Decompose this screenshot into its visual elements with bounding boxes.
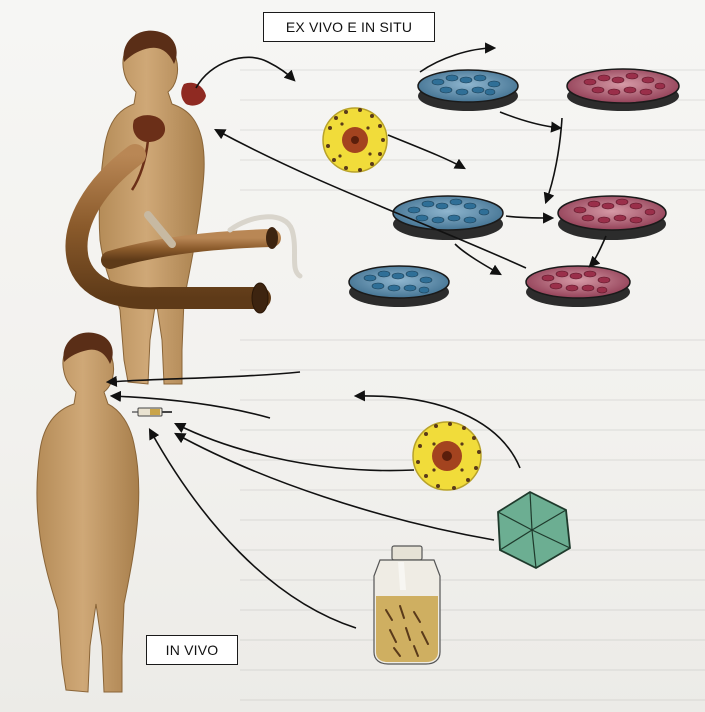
arrow-vial-to-syringe bbox=[148, 428, 357, 629]
arrow-red-2-to-red-3 bbox=[588, 235, 607, 268]
bottom-figure-hair bbox=[63, 332, 113, 364]
arrow-cell-to-syringe bbox=[173, 422, 415, 472]
background-page-texture bbox=[240, 69, 705, 701]
arrow-virus-return bbox=[353, 390, 521, 469]
arrow-second-return bbox=[109, 390, 271, 419]
arrow-top-to-bottom-figure bbox=[105, 371, 301, 388]
in-vivo-human-figure bbox=[36, 332, 140, 693]
top-figure-hair bbox=[123, 30, 177, 64]
culture-dish-blue-3 bbox=[348, 265, 450, 307]
arrow-virus-to-syringe bbox=[174, 432, 495, 541]
in-vivo-flow-arrows bbox=[105, 371, 521, 629]
ex-vivo-flow-arrows bbox=[195, 42, 607, 276]
liver-icon bbox=[132, 115, 166, 142]
ex-vivo-label: EX VIVO E IN SITU bbox=[263, 12, 435, 42]
ex-vivo-human-figure bbox=[98, 30, 206, 385]
arrow-blue-2-to-red-2 bbox=[505, 212, 555, 224]
arrow-reinfuse-cells bbox=[214, 128, 527, 269]
culture-dish-red-2 bbox=[557, 195, 667, 240]
arrow-dish-2-to-dish-3 bbox=[454, 243, 502, 276]
arrow-blue-1-to-red-1 bbox=[499, 111, 563, 133]
transfected-cell-icon bbox=[322, 107, 388, 173]
arrow-to-dish-1 bbox=[419, 42, 497, 73]
vector-vial-icon bbox=[373, 545, 441, 665]
syringe-icon bbox=[132, 407, 172, 417]
arrow-cell-to-dish-2 bbox=[387, 134, 466, 170]
culture-dish-red-3 bbox=[525, 265, 631, 307]
arrow-extract-cells bbox=[195, 56, 296, 89]
culture-dish-blue-2 bbox=[392, 195, 504, 240]
culture-dish-blue-1 bbox=[417, 69, 519, 111]
culture-dish-red-1 bbox=[566, 68, 680, 111]
viral-vector-icon bbox=[497, 490, 571, 570]
vector-cell-icon bbox=[412, 421, 482, 491]
catheter-tubes bbox=[65, 144, 303, 314]
top-figure-shoulder-site bbox=[181, 82, 206, 106]
in-vivo-label: IN VIVO bbox=[146, 635, 238, 665]
